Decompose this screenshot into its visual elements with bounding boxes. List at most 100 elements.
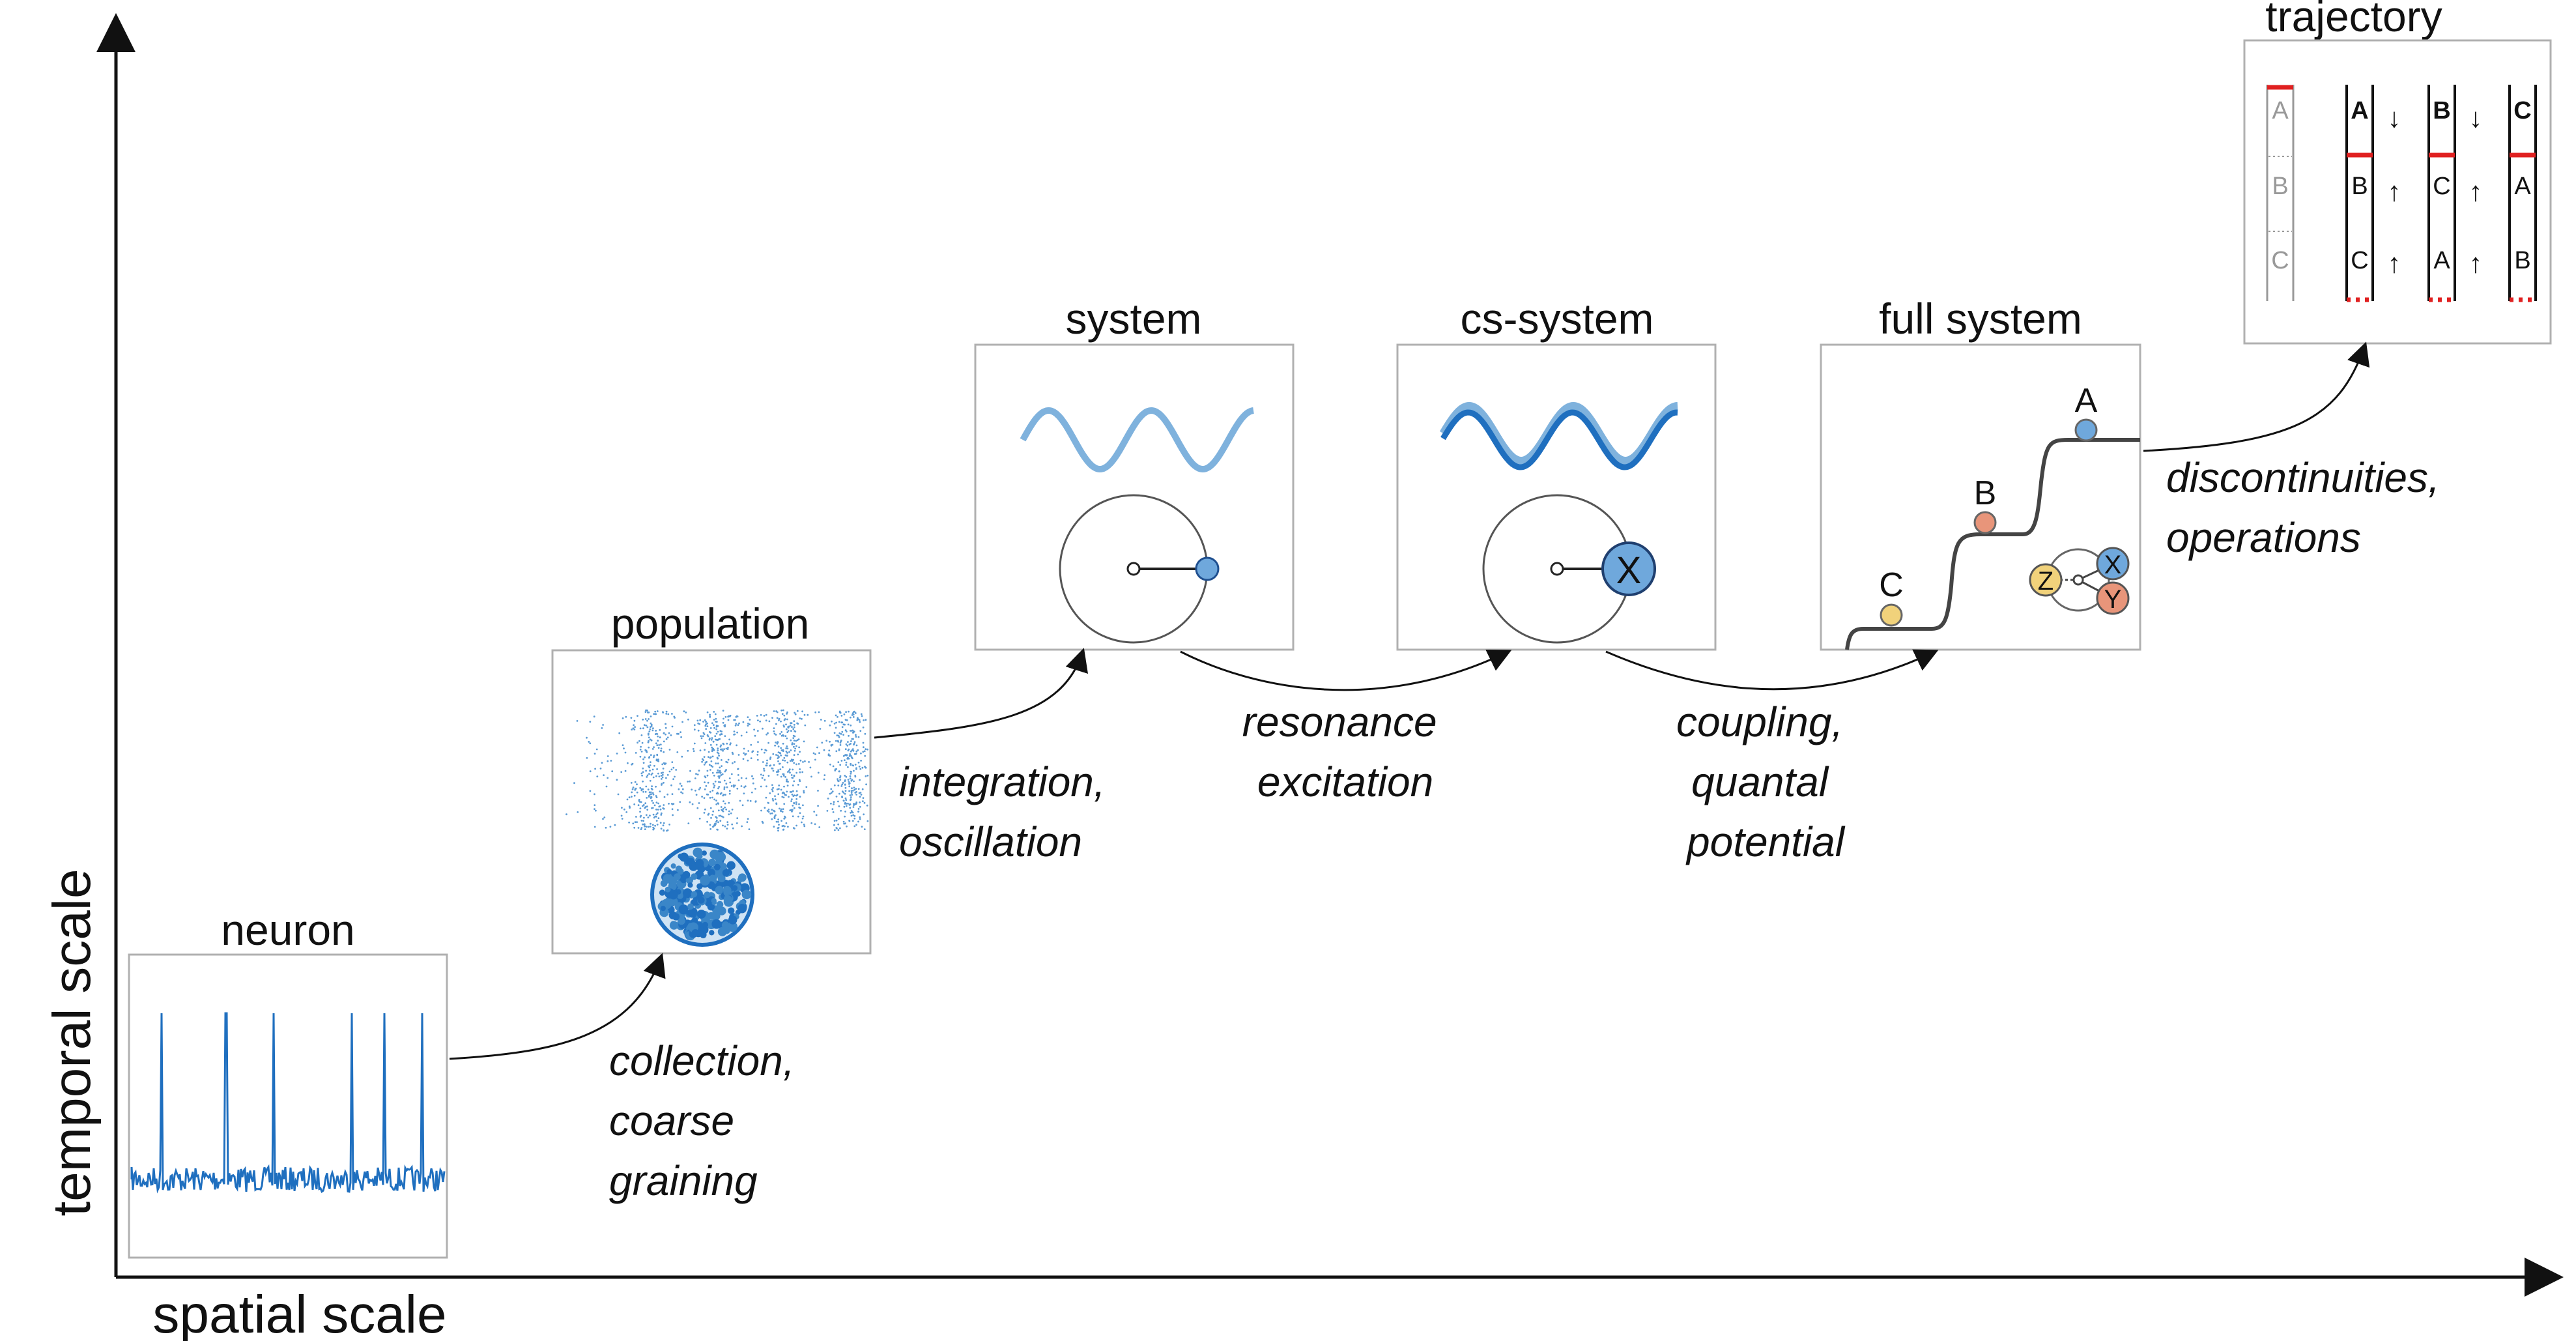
population-dot [823, 719, 826, 722]
population-dot [803, 714, 806, 716]
population-dot [849, 753, 851, 755]
population-dot [762, 822, 764, 824]
neuron-panel [128, 953, 448, 1259]
population-dot [663, 781, 665, 784]
population-dot [850, 771, 852, 773]
population-dot [844, 759, 846, 761]
population-dot [740, 777, 743, 779]
population-dot [779, 768, 782, 770]
population-dot [718, 755, 720, 757]
population-dot [715, 762, 717, 765]
population-dot [648, 765, 650, 768]
population-dot [736, 731, 738, 734]
population-dot [680, 785, 683, 787]
population-dot [659, 743, 662, 746]
population-dot [765, 749, 767, 752]
trajectory-cell-label: A [2514, 173, 2531, 200]
population-dot [786, 778, 788, 781]
population-dot [653, 755, 655, 757]
population-dot [852, 806, 855, 808]
population-dot [610, 760, 612, 762]
population-dot [838, 770, 840, 773]
level-b-label: B [1974, 474, 1997, 512]
population-cluster-dot [670, 863, 676, 869]
population-dot [717, 769, 719, 771]
population-dot [765, 796, 767, 799]
population-dot [731, 823, 734, 826]
population-dot [766, 764, 768, 767]
population-cluster-dot [708, 912, 715, 919]
population-dot [831, 808, 834, 811]
population-dot [720, 748, 722, 751]
population-dot [832, 765, 835, 768]
population-dot [640, 827, 643, 829]
population-dot [695, 794, 698, 796]
population-dot [840, 733, 842, 735]
system-phase-marker [1195, 556, 1220, 581]
population-dot [818, 826, 821, 828]
population-cluster-dot [704, 891, 711, 899]
population-dot [717, 753, 720, 755]
arrow-system-to-cs-system [1180, 649, 1512, 691]
population-dot [830, 792, 833, 794]
population-dot [866, 820, 869, 822]
population-cluster-dot [728, 907, 735, 914]
population-dot [848, 803, 851, 806]
population-dot [573, 782, 575, 785]
population-dot [804, 724, 807, 727]
population-dot [596, 775, 599, 777]
population-dot [854, 792, 857, 794]
population-cluster-dot [716, 901, 724, 908]
population-dot [844, 786, 847, 789]
node-z-marker [2029, 563, 2063, 597]
population-dot [792, 790, 794, 792]
population-dot [654, 710, 657, 713]
population-dot [848, 790, 850, 792]
population-dot [713, 798, 715, 801]
population-dot [727, 747, 729, 749]
population-dot [698, 817, 701, 820]
population-dot [771, 818, 773, 820]
population-dot [701, 796, 703, 798]
population-dot [717, 792, 719, 795]
population-dot [649, 779, 651, 782]
population-dot [642, 788, 644, 790]
population-dot [653, 713, 655, 715]
population-dot [852, 714, 855, 715]
population-dot [679, 783, 681, 785]
population-dot [642, 718, 644, 721]
population-dot [680, 791, 682, 794]
population-dot [706, 725, 709, 727]
population-dot [823, 778, 825, 781]
population-dot [848, 785, 851, 788]
population-dot [796, 739, 799, 742]
population-dot [834, 829, 836, 831]
population-dot [724, 806, 726, 809]
population-dot [777, 829, 779, 832]
population-dot [666, 773, 669, 776]
population-dot [737, 754, 740, 756]
population-dot [699, 749, 702, 752]
trajectory-cell-label: C [2513, 97, 2531, 124]
population-dot [817, 805, 819, 807]
population-dot [670, 734, 672, 736]
population-dot [741, 804, 744, 807]
population-dot [717, 771, 719, 773]
population-dot [661, 773, 664, 776]
population-cluster-dot [717, 874, 726, 882]
population-dot [736, 787, 739, 790]
population-dot [687, 781, 689, 783]
population-dot [627, 762, 629, 764]
population-dot [798, 806, 801, 809]
population-dot [787, 771, 789, 773]
population-dot [836, 734, 838, 737]
population-dot [668, 732, 670, 734]
population-dot [826, 810, 829, 812]
population-dot [779, 762, 781, 765]
population-dot [792, 805, 794, 807]
node-y-label: Y [2104, 585, 2122, 614]
population-dot [736, 715, 739, 717]
population-dot [734, 761, 736, 763]
population-dot [663, 807, 665, 810]
population-cluster-dot [737, 876, 743, 883]
